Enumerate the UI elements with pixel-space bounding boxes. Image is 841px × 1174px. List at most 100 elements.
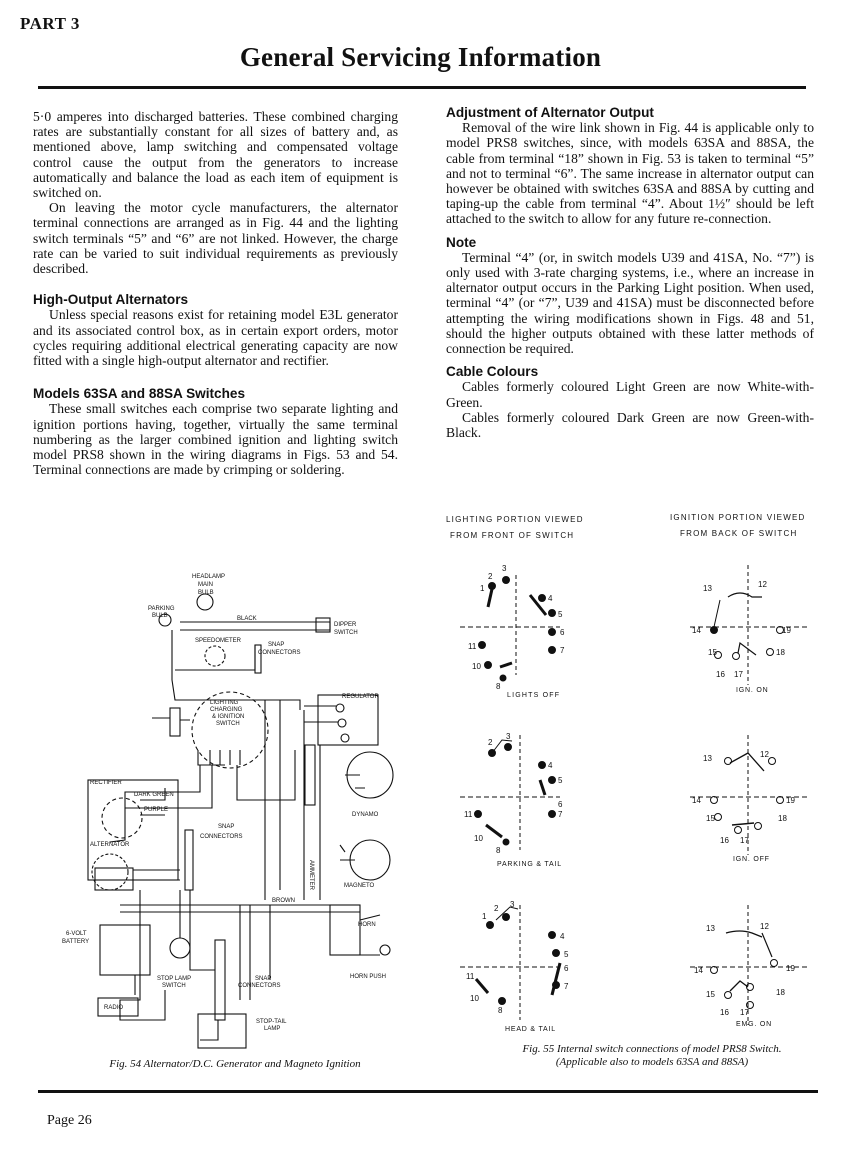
label-speedometer: SPEEDOMETER	[195, 638, 242, 644]
page-number: Page 26	[47, 1113, 92, 1128]
svg-text:8: 8	[498, 1006, 503, 1015]
label-lighting: LIGHTING	[210, 700, 239, 706]
label-connectors-3: CONNECTORS	[238, 983, 281, 989]
svg-text:8: 8	[496, 846, 501, 855]
svg-text:8: 8	[496, 682, 501, 691]
svg-text:7: 7	[558, 810, 563, 819]
heading-cable-colours: Cable Colours	[446, 364, 539, 380]
fig54-wiring-diagram: HEADLAMP MAIN BULB PARKING BULB DIPPER S…	[62, 574, 394, 1049]
page-title: General Servicing Information	[239, 42, 602, 72]
headlamp-bulb	[196, 593, 214, 611]
label-radio: RADIO	[104, 1005, 123, 1011]
label-alternator: ALTERNATOR	[90, 842, 130, 848]
heading-adjustment: Adjustment of Alternator Output	[446, 105, 654, 120]
svg-text:17: 17	[740, 836, 749, 845]
svg-text:10: 10	[472, 662, 481, 671]
heading-high-output: High-Output Alternators	[33, 292, 189, 308]
label-ign-off: IGN. OFF	[733, 856, 770, 863]
label-connectors-1: CONNECTORS	[258, 650, 301, 656]
svg-text:3: 3	[502, 564, 507, 573]
parking-diagram	[460, 735, 560, 850]
svg-text:6: 6	[558, 800, 563, 809]
label-snap-2: SNAP	[218, 824, 234, 830]
svg-text:12: 12	[760, 922, 769, 931]
fig55-caption-1: Fig. 55 Internal switch connections of m…	[522, 1043, 782, 1055]
label-stop-lamp: STOP LAMP	[157, 976, 191, 982]
svg-text:12: 12	[760, 750, 769, 759]
emg-on-diagram	[690, 905, 810, 1025]
fig55-right-heading-1: IGNITION PORTION VIEWED	[670, 513, 806, 522]
svg-text:3: 3	[506, 732, 511, 741]
svg-text:16: 16	[720, 836, 729, 845]
label-horn-push: HORN PUSH	[350, 974, 386, 980]
label-magneto: MAGNETO	[344, 883, 375, 889]
label-regulator: REGULATOR	[342, 694, 379, 700]
svg-text:13: 13	[703, 584, 712, 593]
fig55-left-heading-2: FROM FRONT OF SWITCH	[450, 531, 575, 540]
label-emg-on: EMG. ON	[736, 1021, 772, 1028]
label-ammeter: AMMETER	[308, 860, 314, 891]
svg-text:7: 7	[564, 982, 569, 991]
bottom-rule	[38, 1090, 818, 1093]
svg-text:2: 2	[494, 904, 499, 913]
svg-text:15: 15	[708, 648, 717, 657]
label-parking: PARKING	[148, 606, 175, 612]
label-dynamo: DYNAMO	[352, 812, 379, 818]
svg-text:4: 4	[548, 761, 553, 770]
svg-text:5: 5	[558, 610, 563, 619]
label-brown: BROWN	[272, 898, 295, 904]
svg-text:15: 15	[706, 814, 715, 823]
svg-text:18: 18	[776, 988, 785, 997]
label-battery-1: 6-VOLT	[66, 931, 87, 937]
label-dipper-switch: SWITCH	[334, 630, 358, 636]
svg-text:3: 3	[510, 900, 515, 909]
svg-text:1: 1	[482, 912, 487, 921]
svg-text:4: 4	[560, 932, 565, 941]
fig55-left-heading-1: LIGHTING PORTION VIEWED	[446, 515, 584, 524]
left-paragraph-4: These small switches each comprise two s…	[33, 401, 398, 478]
svg-text:14: 14	[692, 796, 701, 805]
svg-text:12: 12	[758, 580, 767, 589]
label-headlamp: HEADLAMP	[192, 574, 225, 580]
svg-text:5: 5	[564, 950, 569, 959]
svg-text:19: 19	[786, 964, 795, 973]
label-ign-on: IGN. ON	[736, 687, 769, 694]
svg-text:6: 6	[560, 628, 565, 637]
left-paragraph-2: On leaving the motor cycle manufacturers…	[33, 200, 398, 277]
svg-text:13: 13	[706, 924, 715, 933]
label-snap-3: SNAP	[255, 976, 271, 982]
svg-text:14: 14	[694, 966, 703, 975]
label-stop-tail: STOP-TAIL	[256, 1019, 287, 1025]
svg-text:7: 7	[560, 646, 565, 655]
label-purple: PURPLE	[144, 807, 168, 813]
svg-text:17: 17	[734, 670, 743, 679]
label-battery-2: BATTERY	[62, 939, 89, 945]
left-paragraph-3: Unless special reasons exist for retaini…	[33, 307, 398, 369]
top-rule	[38, 86, 806, 89]
svg-text:16: 16	[720, 1008, 729, 1017]
svg-text:11: 11	[466, 972, 475, 981]
label-snap-1: SNAP	[268, 642, 284, 648]
label-dark-green: DARK GREEN	[134, 792, 174, 798]
svg-text:15: 15	[706, 990, 715, 999]
svg-text:4: 4	[548, 594, 553, 603]
label-main: MAIN	[198, 582, 213, 588]
heading-models-switches: Models 63SA and 88SA Switches	[33, 386, 246, 402]
svg-text:18: 18	[776, 648, 785, 657]
head-tail-diagram	[460, 905, 562, 1020]
svg-text:6: 6	[564, 964, 569, 973]
lights-off-diagram	[460, 575, 560, 682]
right-paragraph-2: Terminal “4” (or, in switch models U39 a…	[446, 249, 814, 357]
svg-text:10: 10	[474, 834, 483, 843]
right-paragraph-4: Cables formerly coloured Dark Green are …	[446, 409, 814, 441]
svg-text:16: 16	[716, 670, 725, 679]
label-switch: SWITCH	[216, 721, 240, 727]
svg-text:2: 2	[488, 738, 493, 747]
right-paragraph-3: Cables formerly coloured Light Green are…	[446, 379, 814, 410]
label-lights-off: LIGHTS OFF	[507, 692, 561, 699]
label-rectifier: RECTIFIER	[90, 780, 122, 786]
svg-text:14: 14	[692, 626, 701, 635]
svg-text:19: 19	[786, 796, 795, 805]
right-column: Adjustment of Alternator Output Removal …	[446, 105, 814, 440]
svg-text:10: 10	[470, 994, 479, 1003]
